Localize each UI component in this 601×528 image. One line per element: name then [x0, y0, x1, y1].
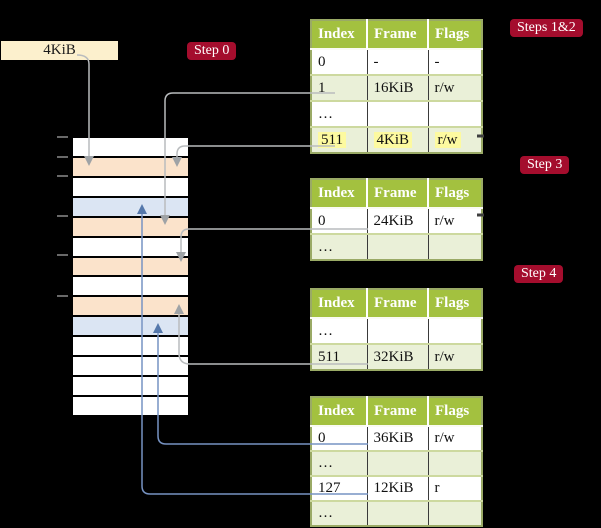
- memory-frame: [73, 217, 188, 238]
- memory-frame: [73, 197, 188, 218]
- memory-frame: [73, 138, 188, 158]
- cell-frame: 24KiB: [367, 207, 429, 234]
- memory-frame: [73, 177, 188, 198]
- col-header-flags: Flags: [428, 397, 482, 426]
- cell-index: …: [311, 100, 368, 127]
- col-header-index: Index: [311, 179, 368, 208]
- col-header-flags: Flags: [428, 179, 482, 208]
- table-row: 0 - -: [311, 48, 482, 75]
- table-row: …: [311, 233, 482, 260]
- cell-index: 511: [311, 126, 368, 153]
- badge-step-0: Step 0: [187, 42, 237, 60]
- cell-flags: r: [428, 475, 482, 501]
- table-row-highlighted: 511 4KiB r/w: [311, 126, 482, 153]
- highlighted-value: 4KiB: [373, 131, 413, 148]
- memory-frame: [73, 257, 188, 278]
- table-header-row: Index Frame Flags: [311, 289, 482, 318]
- cell-index: 0: [311, 425, 368, 451]
- memory-frame: [73, 396, 188, 415]
- root-table-address-label: 4KiB: [1, 41, 118, 60]
- badge-steps-1-2: Steps 1&2: [510, 19, 583, 37]
- cell-flags: r/w: [428, 126, 482, 153]
- cell-index: …: [311, 450, 368, 476]
- col-header-index: Index: [311, 20, 368, 49]
- cell-flags: [428, 450, 482, 476]
- cell-frame: 12KiB: [367, 475, 429, 501]
- cell-index: 127: [311, 475, 368, 501]
- cell-frame: [367, 500, 429, 526]
- physical-memory-column: [71, 136, 190, 417]
- cell-index: 0: [311, 207, 368, 234]
- cell-frame: 36KiB: [367, 425, 429, 451]
- cell-frame: 32KiB: [367, 343, 429, 370]
- page-table-4: Index Frame Flags 0 36KiB r/w … 127 12Ki…: [310, 396, 483, 527]
- memory-frame: [73, 357, 188, 378]
- badge-step-4: Step 4: [514, 265, 564, 283]
- cell-flags: r/w: [428, 343, 482, 370]
- col-header-index: Index: [311, 397, 368, 426]
- cell-index: …: [311, 500, 368, 526]
- table-row: …: [311, 100, 482, 127]
- col-header-flags: Flags: [428, 289, 482, 318]
- cell-frame: [367, 100, 429, 127]
- table-row: 127 12KiB r: [311, 475, 482, 501]
- table-header-row: Index Frame Flags: [311, 397, 482, 426]
- cell-frame: 4KiB: [367, 126, 429, 153]
- col-header-index: Index: [311, 289, 368, 318]
- cell-frame: 16KiB: [367, 74, 429, 101]
- memory-frame: [73, 317, 188, 338]
- cell-index: …: [311, 233, 368, 260]
- table-header-row: Index Frame Flags: [311, 179, 482, 208]
- table-row: 511 32KiB r/w: [311, 343, 482, 370]
- highlighted-value: 511: [318, 131, 346, 148]
- page-table-1: Index Frame Flags 0 - - 1 16KiB r/w … 51…: [310, 19, 483, 154]
- col-header-frame: Frame: [367, 179, 429, 208]
- cell-flags: r/w: [428, 207, 482, 234]
- cell-flags: r/w: [428, 425, 482, 451]
- cell-flags: -: [428, 48, 482, 75]
- cell-flags: [428, 233, 482, 260]
- cell-flags: [428, 100, 482, 127]
- cell-frame: [367, 317, 429, 344]
- memory-frame: [73, 337, 188, 358]
- cell-index: …: [311, 317, 368, 344]
- memory-frame: [73, 297, 188, 318]
- table-row: 0 36KiB r/w: [311, 425, 482, 451]
- memory-frame: [73, 277, 188, 298]
- col-header-frame: Frame: [367, 289, 429, 318]
- cell-frame: [367, 450, 429, 476]
- cell-frame: -: [367, 48, 429, 75]
- memory-frame: [73, 377, 188, 397]
- table-row: 0 24KiB r/w: [311, 207, 482, 234]
- col-header-flags: Flags: [428, 20, 482, 49]
- cell-flags: [428, 500, 482, 526]
- highlighted-value: r/w: [434, 131, 461, 148]
- cell-index: 0: [311, 48, 368, 75]
- cell-flags: [428, 317, 482, 344]
- page-table-2: Index Frame Flags 0 24KiB r/w …: [310, 178, 483, 261]
- memory-frame: [73, 237, 188, 258]
- col-header-frame: Frame: [367, 397, 429, 426]
- cell-flags: r/w: [428, 74, 482, 101]
- table-row: …: [311, 317, 482, 344]
- table-row: 1 16KiB r/w: [311, 74, 482, 101]
- cell-index: 511: [311, 343, 368, 370]
- col-header-frame: Frame: [367, 20, 429, 49]
- badge-step-3: Step 3: [520, 156, 570, 174]
- cell-index: 1: [311, 74, 368, 101]
- table-row: …: [311, 500, 482, 526]
- cell-frame: [367, 233, 429, 260]
- address-tick-marks: [57, 136, 68, 297]
- table-header-row: Index Frame Flags: [311, 20, 482, 49]
- memory-frame: [73, 157, 188, 178]
- table-row: …: [311, 450, 482, 476]
- page-table-3: Index Frame Flags … 511 32KiB r/w: [310, 288, 483, 371]
